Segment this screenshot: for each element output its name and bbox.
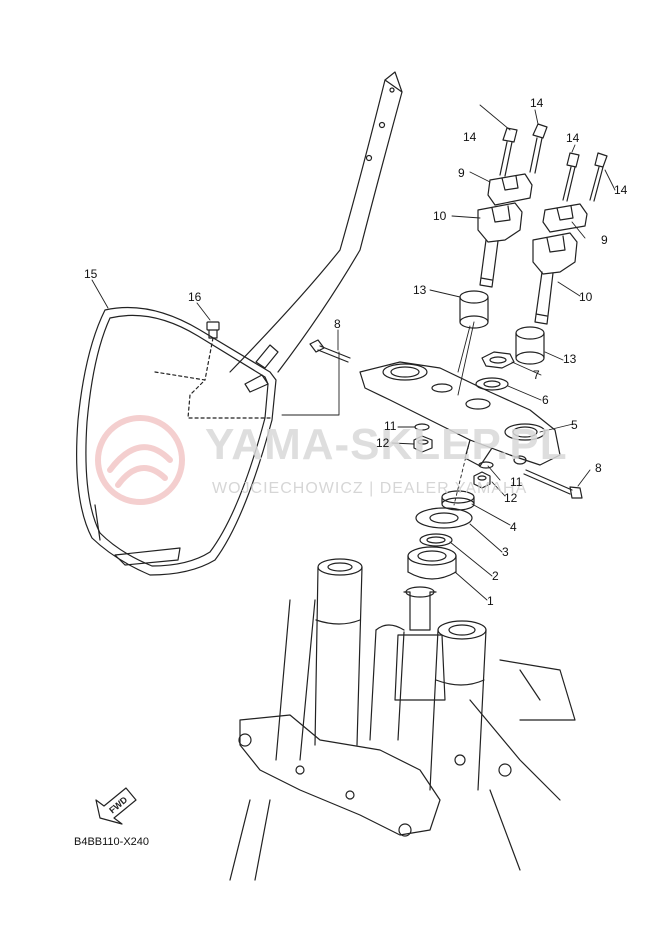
callout-8-left: 8 — [334, 317, 341, 331]
callout-9-right: 9 — [601, 233, 608, 247]
number-plate — [76, 71, 403, 576]
callout-8-right: 8 — [595, 461, 602, 475]
callout-13-left: 13 — [413, 283, 427, 297]
callout-1: 1 — [487, 594, 494, 608]
callout-12-right: 12 — [504, 491, 518, 505]
callout-11-right: 11 — [510, 475, 523, 489]
callout-4: 4 — [510, 520, 517, 534]
callout-14-d: 14 — [614, 183, 628, 197]
watermark-logo — [95, 415, 185, 505]
callout-14-b: 14 — [530, 96, 544, 110]
callout-6: 6 — [542, 393, 549, 407]
callout-2: 2 — [492, 569, 499, 583]
callout-11-left: 11 — [384, 419, 397, 433]
washer-6 — [475, 377, 509, 391]
frame-outline — [229, 659, 576, 881]
diagram-code: B4BB110-X240 — [74, 836, 150, 848]
washer-11-right — [478, 461, 494, 469]
bolt-16 — [204, 321, 220, 381]
leader-lines — [91, 104, 616, 601]
handlebar-holder-right — [532, 152, 608, 325]
bolt-8-right — [523, 469, 583, 499]
watermark-title: YAMA-SKLEP.PL — [205, 420, 568, 469]
ring-nut-4 — [441, 490, 475, 511]
handlebar-holder-left — [477, 123, 548, 288]
bearing-1 — [407, 546, 457, 580]
nut-12-right — [473, 471, 491, 489]
nut-12-left — [413, 435, 433, 453]
callout-12-left: 12 — [376, 436, 390, 450]
callout-10-left: 10 — [433, 209, 447, 223]
watermark-subtitle: WOJCIECHOWICZ | DEALER YAMAHA — [212, 480, 528, 497]
fork-tube-right — [429, 620, 487, 791]
fork-tube-left — [275, 558, 363, 761]
bolt-8-left — [309, 339, 351, 363]
cover-3 — [415, 507, 473, 529]
callout-7: 7 — [533, 368, 540, 382]
callout-16: 16 — [188, 290, 202, 304]
callout-14-c: 14 — [566, 131, 580, 145]
callout-3: 3 — [502, 545, 509, 559]
callout-15: 15 — [84, 267, 98, 281]
callout-9-left: 9 — [458, 166, 465, 180]
fwd-arrow-icon — [95, 787, 137, 825]
callout-14-a: 14 — [463, 130, 477, 144]
nut-7 — [481, 351, 515, 369]
washer-2 — [419, 533, 453, 547]
steering-stem — [369, 586, 446, 741]
lower-bracket — [238, 714, 441, 837]
callout-13-right: 13 — [563, 352, 577, 366]
callout-10-right: 10 — [579, 290, 593, 304]
collar-13-right — [515, 326, 545, 365]
callout-5: 5 — [571, 418, 578, 432]
